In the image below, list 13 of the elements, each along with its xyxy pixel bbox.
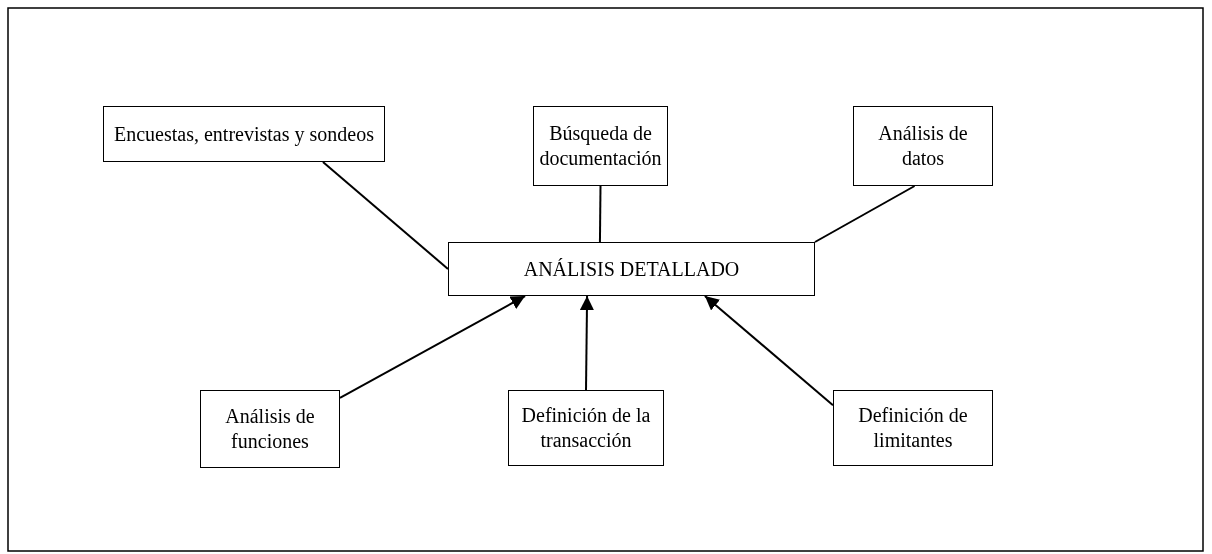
process-box: ANÁLISIS DETALLADO bbox=[448, 242, 815, 296]
connector-line bbox=[814, 185, 916, 243]
arrow bbox=[339, 295, 527, 399]
process-box: Análisis de funciones bbox=[200, 390, 340, 468]
process-box: Definición de la transacción bbox=[508, 390, 664, 466]
connector-line bbox=[321, 161, 449, 270]
process-box: Análisis de datos bbox=[853, 106, 993, 186]
process-box: Definición de limitantes bbox=[833, 390, 993, 466]
arrow bbox=[703, 295, 834, 407]
arrow bbox=[579, 295, 594, 391]
process-box: Búsqueda de documentación bbox=[533, 106, 668, 186]
process-box: Encuestas, entrevistas y sondeos bbox=[103, 106, 385, 162]
connector-line bbox=[598, 185, 602, 243]
